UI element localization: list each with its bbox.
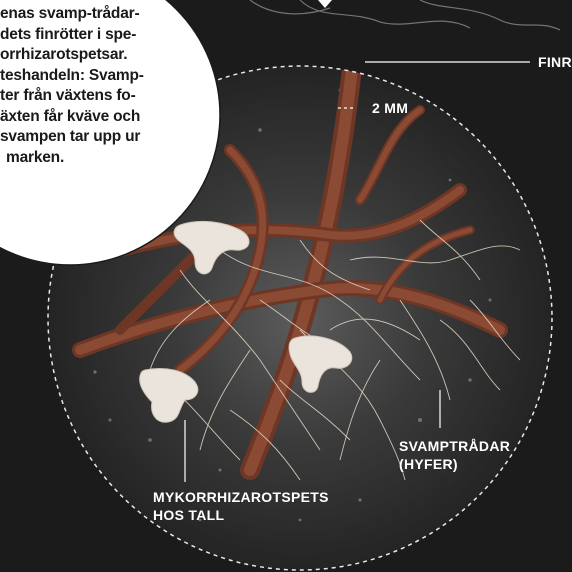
label-finrot: FINR bbox=[538, 53, 572, 71]
callout-line: marken. bbox=[0, 148, 210, 169]
callout-text: enas svamp-trådar- dets finrötter i spe-… bbox=[0, 4, 210, 168]
callout-line: orrhizarotspetsar. bbox=[0, 45, 210, 66]
label-hyphae-line1: SVAMPTRÅDAR bbox=[399, 437, 510, 455]
upper-hyphae bbox=[250, 0, 560, 30]
label-tip-line1: MYKORRHIZAROTSPETS bbox=[153, 488, 329, 506]
callout-line: ter från växtens fo- bbox=[0, 86, 210, 107]
label-scale: 2 MM bbox=[372, 99, 408, 117]
callout-line: teshandeln: Svamp- bbox=[0, 66, 210, 87]
callout-line: enas svamp-trådar- bbox=[0, 4, 210, 25]
label-tip-line2: HOS TALL bbox=[153, 506, 329, 524]
label-mycorrhiza-tip: MYKORRHIZAROTSPETS HOS TALL bbox=[153, 488, 329, 524]
callout-line: dets finrötter i spe- bbox=[0, 25, 210, 46]
callout-line: svampen tar upp ur bbox=[0, 127, 210, 148]
label-hyphae-line2: (HYFER) bbox=[399, 455, 510, 473]
callout-line: äxten får kväve och bbox=[0, 107, 210, 128]
label-hyphae: SVAMPTRÅDAR (HYFER) bbox=[399, 437, 510, 473]
zoom-pointer bbox=[318, 0, 332, 8]
